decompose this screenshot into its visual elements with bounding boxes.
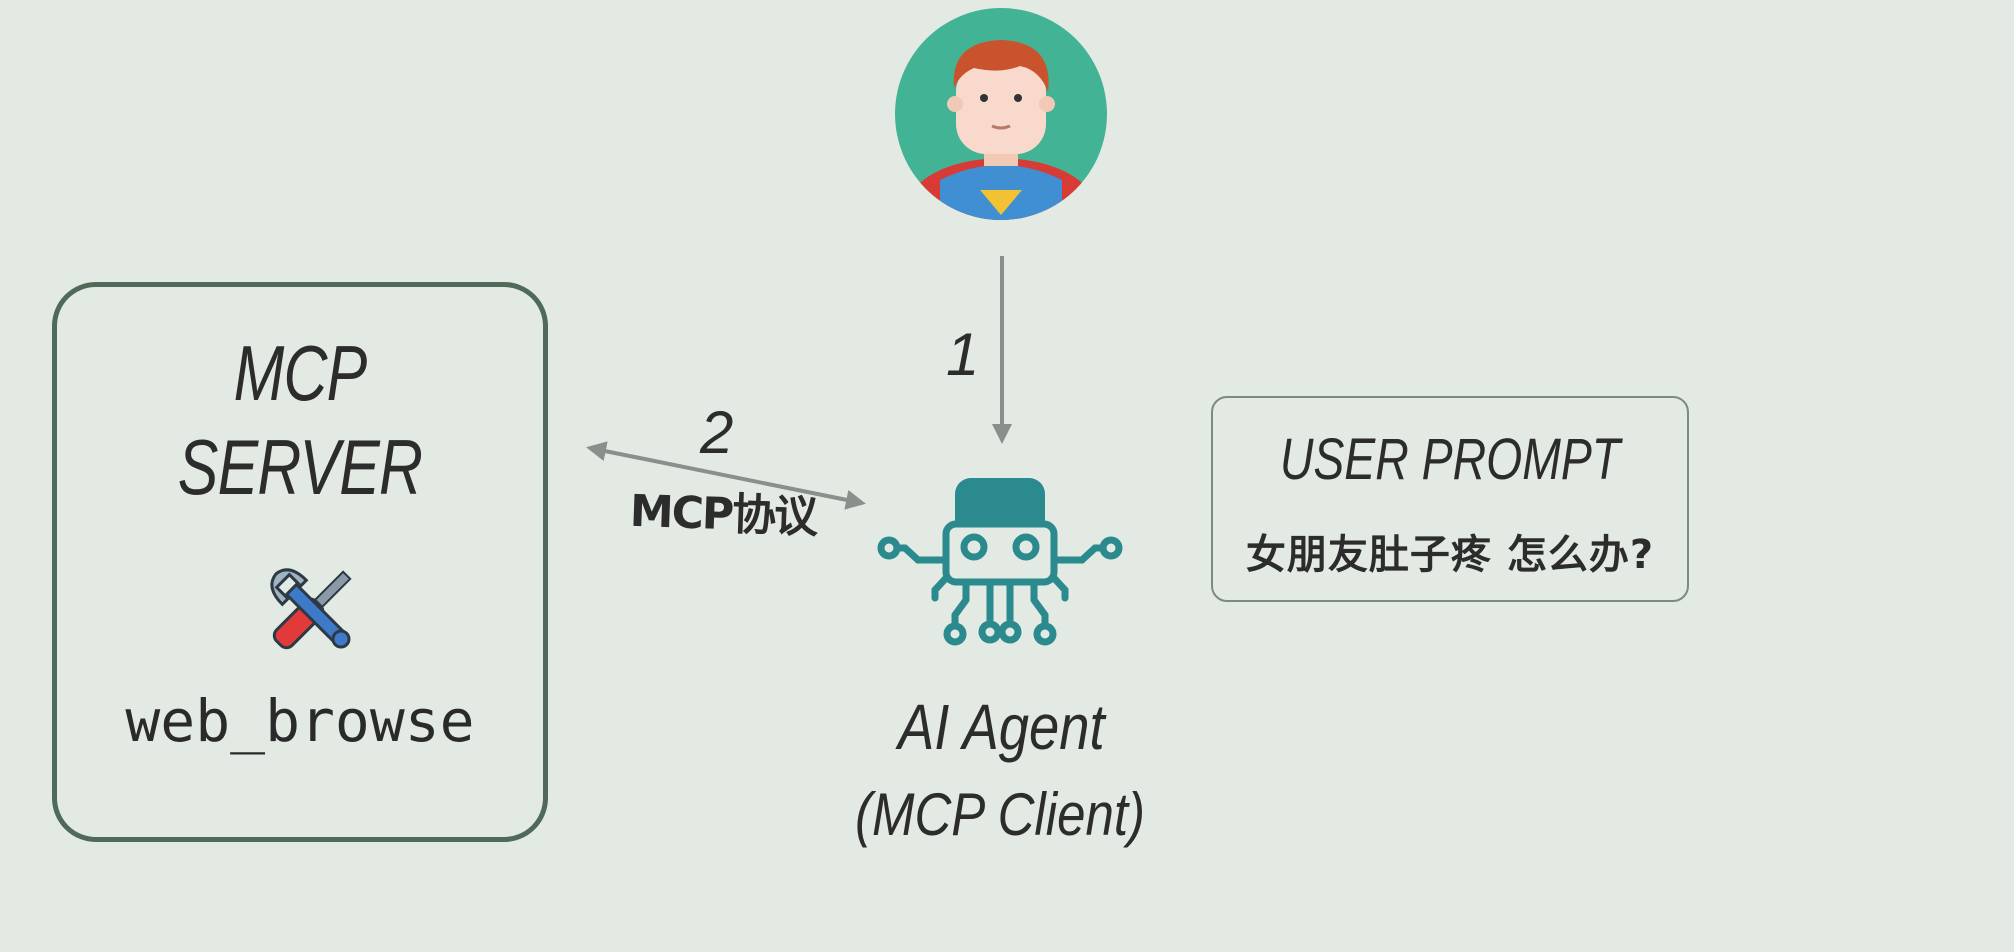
user-prompt-box: USER PROMPT 女朋友肚子疼 怎么办?: [1211, 396, 1689, 602]
tools-icon: [270, 568, 352, 650]
tool-name-web-browse: web_browse: [125, 687, 475, 755]
prompt-title: USER PROMPT: [1279, 427, 1621, 492]
server-title-line2: SERVER: [177, 423, 423, 511]
octopus-agent-icon: [877, 478, 1123, 646]
mcp-protocol-label: MCP协议: [629, 485, 818, 544]
prompt-text: 女朋友肚子疼 怎么办?: [1245, 532, 1655, 578]
step-1-label: 1: [946, 321, 980, 388]
mcp-server-box: MCP SERVER web_browse: [52, 282, 548, 842]
agent-name: AI Agent: [898, 691, 1105, 763]
step-2-label: 2: [700, 399, 734, 466]
server-title-line1: MCP: [233, 329, 368, 417]
agent-role: (MCP Client): [855, 781, 1145, 848]
superhero-avatar-icon: [895, 8, 1107, 220]
arrow-server-agent-bidirectional: [586, 441, 866, 510]
